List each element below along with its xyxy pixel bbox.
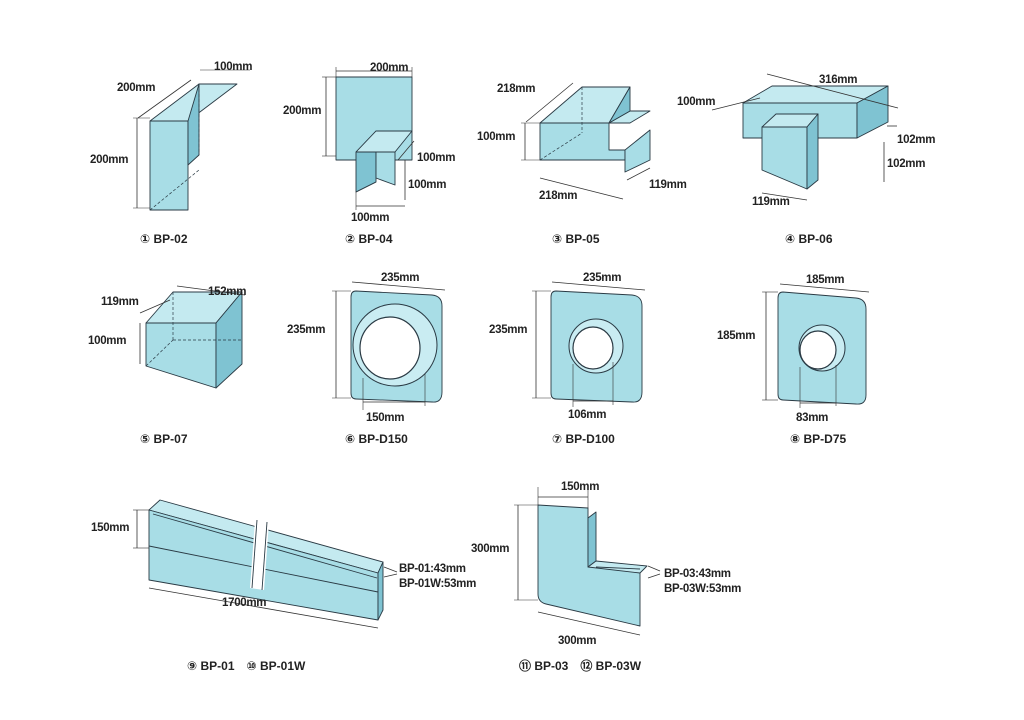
part-bp-05: 218mm 100mm 218mm 119mm ③ BP-05 [477,82,687,246]
dim-bp-04-base: 100mm [351,212,389,224]
part-bp-01: 150mm 1700mm BP-01:43mm BP-01W:53mm ⑨ BP… [91,499,476,673]
caption-bp-06: ④ BP-06 [785,232,833,246]
dim-bp-d75-width: 185mm [806,274,844,286]
part-bp-02: 100mm 200mm 200mm ① BP-02 [90,61,253,246]
dim-bp-d100-diameter: 106mm [568,409,606,421]
dim-bp-04-height: 200mm [283,105,321,117]
dim-bp-d150-diameter: 150mm [366,412,404,424]
dim-bp-07-width: 152mm [208,286,246,298]
dim-bp-05-height: 100mm [477,131,515,143]
dim-bp-05-width: 218mm [539,190,577,202]
part-bp-03: 150mm 300mm 300mm BP-03:43mm BP-03W:53mm… [471,481,741,673]
dim-bp-06-side: 102mm [897,134,935,146]
dim-bp-03-width: 300mm [558,635,596,647]
dim-bp-d150-width: 235mm [381,272,419,284]
dim-bp-01-height: 150mm [91,522,129,534]
part-bp-d75: 185mm 185mm 83mm ⑧ BP-D75 [717,274,870,446]
caption-bp-07: ⑤ BP-07 [140,432,188,446]
dim-bp-06-length: 316mm [819,74,857,86]
caption-bp-01: ⑨ BP-01 ⑩ BP-01W [187,659,306,673]
dim-bp-05-depth: 218mm [497,83,535,95]
dim-bp-06-branch: 119mm [752,196,790,208]
dim-bp-06-depth: 100mm [677,96,715,108]
dim-bp-03-height: 300mm [471,543,509,555]
caption-bp-d150: ⑥ BP-D150 [345,432,408,446]
dim-bp-07-depth: 119mm [101,296,139,308]
dim-bp-d100-width: 235mm [583,272,621,284]
part-bp-d100: 235mm 235mm 106mm ⑦ BP-D100 [489,272,646,446]
dim-bp-04-depth: 100mm [417,152,455,164]
dim-bp-d150-height: 235mm [287,324,325,336]
dim-bp-03w-flange: BP-03W:53mm [664,583,741,595]
caption-bp-d75: ⑧ BP-D75 [790,432,847,446]
dim-bp-d75-height: 185mm [717,330,755,342]
caption-bp-02: ① BP-02 [140,232,188,246]
part-bp-d150: 235mm 235mm 150mm ⑥ BP-D150 [287,272,446,446]
dim-bp-03-flange: BP-03:43mm [664,568,731,580]
dim-bp-d100-height: 235mm [489,324,527,336]
dim-bp-05-branch: 119mm [649,179,687,191]
dim-bp-02-depth: 200mm [117,82,155,94]
caption-bp-05: ③ BP-05 [552,232,600,246]
dim-bp-07-height: 100mm [88,335,126,347]
part-bp-06: 316mm 100mm 102mm 102mm 119mm ④ BP-06 [677,73,936,246]
part-bp-07: 152mm 119mm 100mm ⑤ BP-07 [88,285,247,446]
dim-bp-06-height: 102mm [887,158,925,170]
dim-bp-01w-flange: BP-01W:53mm [399,578,476,590]
dim-bp-01-flange: BP-01:43mm [399,563,466,575]
dim-bp-04-width: 200mm [370,62,408,74]
dim-bp-01-length: 1700mm [222,597,266,609]
part-bp-04: 200mm 200mm 100mm 100mm 100mm ② BP-04 [283,62,456,246]
caption-bp-03: ⑪ BP-03 ⑫ BP-03W [519,658,642,673]
dim-bp-03-flange-width: 150mm [561,481,599,493]
caption-bp-04: ② BP-04 [345,232,393,246]
dim-bp-04-tab: 100mm [408,179,446,191]
dim-bp-02-height: 200mm [90,154,128,166]
caption-bp-d100: ⑦ BP-D100 [552,432,615,446]
dim-bp-02-width: 100mm [214,61,252,73]
dim-bp-d75-diameter: 83mm [796,412,828,424]
